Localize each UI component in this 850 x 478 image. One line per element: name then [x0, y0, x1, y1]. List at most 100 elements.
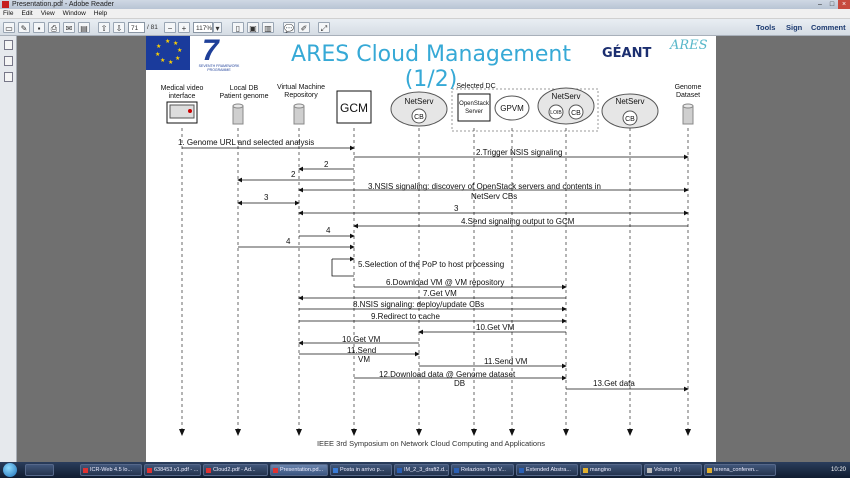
- share-icon[interactable]: ▤: [78, 22, 90, 33]
- message-label: 9.Redirect to cache: [371, 312, 440, 321]
- taskbar-item-active[interactable]: Presentation.pd...: [270, 464, 328, 476]
- close-button[interactable]: ×: [838, 0, 850, 9]
- highlight-icon[interactable]: ✐: [298, 22, 310, 33]
- taskbar-item[interactable]: Extended Abstra...: [516, 464, 578, 476]
- menu-file[interactable]: File: [3, 10, 14, 17]
- save-icon[interactable]: ▪: [33, 22, 45, 33]
- menu-edit[interactable]: Edit: [21, 10, 33, 17]
- taskbar-item[interactable]: mangino: [580, 464, 642, 476]
- message-label: 1. Genome URL and selected analysis: [178, 138, 314, 147]
- selected-dc-label: Selected DC: [456, 83, 495, 90]
- fit-page-icon[interactable]: ▯: [232, 22, 244, 33]
- self-loop: [331, 259, 354, 277]
- message-label: VM: [358, 355, 370, 364]
- taskbar-item[interactable]: Posta in arrivo p...: [330, 464, 392, 476]
- next-page-icon[interactable]: ⇩: [113, 22, 125, 33]
- entity-label: Medical video: [161, 85, 204, 92]
- bookmarks-panel-icon[interactable]: [4, 56, 13, 66]
- message-label: 11.Send VM: [484, 357, 528, 366]
- taskbar-item[interactable]: terena_conferen...: [704, 464, 776, 476]
- page-number-field[interactable]: 71: [128, 22, 145, 33]
- taskbar-item[interactable]: Cloud2.pdf - Ad...: [203, 464, 268, 476]
- message-label: 10.Get VM: [476, 323, 515, 332]
- entity-label: Virtual Machine: [277, 84, 325, 91]
- taskbar-item[interactable]: Relazione Tesi V...: [451, 464, 514, 476]
- print-icon[interactable]: ⎙: [48, 22, 60, 33]
- fit-width-icon[interactable]: ▣: [247, 22, 259, 33]
- lifeline-end-arrow: [471, 429, 477, 436]
- read-mode-icon[interactable]: ▥: [262, 22, 274, 33]
- lifeline-end-arrow: [179, 429, 185, 436]
- cb-circle: [568, 104, 584, 120]
- lifeline-end-arrow: [563, 429, 569, 436]
- fp7-logo: 7 SEVENTH FRAMEWORK PROGRAMME: [194, 36, 244, 72]
- zoom-dropdown-icon[interactable]: ▾: [213, 22, 222, 33]
- geant-logo: GÉANT: [602, 46, 652, 61]
- lifeline-end-arrow: [627, 429, 633, 436]
- create-icon[interactable]: ✎: [18, 22, 30, 33]
- start-button[interactable]: [3, 463, 17, 477]
- message-label: 4: [286, 237, 291, 246]
- message-label: 8.NSIS signaling: deploy/update CBs: [353, 300, 484, 309]
- entity-label: Local DB: [230, 85, 259, 92]
- entity-label: Patient genome: [219, 93, 268, 100]
- message-label: 10.Get VM: [342, 335, 381, 344]
- entity-label: GCM: [340, 101, 368, 115]
- message-label: 2: [291, 170, 296, 179]
- message-label: 3: [454, 204, 459, 213]
- pages-panel-icon[interactable]: [4, 40, 13, 50]
- database-top: [232, 103, 244, 109]
- slide-title: ARES Cloud Management (1/2): [291, 42, 571, 92]
- entity-label: OpenStack: [459, 101, 490, 107]
- entity-sublabel: CB: [414, 114, 424, 121]
- entity-label: Dataset: [676, 92, 700, 99]
- selected-dc-region: [451, 88, 599, 132]
- lifeline-end-arrow: [685, 429, 691, 436]
- window-title: Presentation.pdf - Adobe Reader: [12, 1, 114, 8]
- taskbar-item[interactable]: Volume (I:): [644, 464, 702, 476]
- message-label: 11.Send: [347, 346, 376, 355]
- zoom-out-icon[interactable]: −: [164, 22, 176, 33]
- entity-label: NetServ: [552, 92, 581, 101]
- lifeline-end-arrow: [296, 429, 302, 436]
- toolbar: ▭ ✎ ▪ ⎙ ✉ ▤ ⇧ ⇩ 71 / 81 − + 117% ▾ ▯ ▣ ▥…: [0, 19, 850, 36]
- entity-label: interface: [169, 93, 196, 100]
- message-label: 6.Download VM @ VM repository: [386, 278, 504, 287]
- taskbar-quicklaunch[interactable]: [25, 464, 54, 476]
- entity-sublabel: CB: [571, 110, 581, 117]
- zoom-in-icon[interactable]: +: [178, 22, 190, 33]
- window-titlebar: Presentation.pdf - Adobe Reader – □ ×: [0, 0, 850, 9]
- lifeline-end-arrow: [351, 429, 357, 436]
- openstack-box: [457, 93, 491, 122]
- pdf-page: ★ ★ ★ ★ ★ ★ ★ ★ 7 SEVENTH FRAMEWORK PROG…: [146, 36, 716, 462]
- cb-circle: [411, 108, 427, 124]
- taskbar-item[interactable]: ICR-Web 4.5 lo...: [80, 464, 142, 476]
- message-label: 12.Download data @ Genome dataset: [379, 370, 516, 379]
- menu-help[interactable]: Help: [93, 10, 108, 17]
- database-icon: [682, 105, 694, 125]
- zoom-field[interactable]: 117%: [193, 22, 213, 33]
- message-label: 4.Send signaling output to GCM: [461, 217, 575, 226]
- comment-button[interactable]: Comment: [811, 23, 846, 32]
- taskbar: ICR-Web 4.5 lo... 638453.v1.pdf - ... Cl…: [0, 462, 850, 478]
- loib-circle: [548, 104, 564, 120]
- tools-button[interactable]: Tools: [756, 23, 776, 32]
- taskbar-item[interactable]: 638453.v1.pdf - ...: [144, 464, 201, 476]
- menu-window[interactable]: Window: [62, 10, 86, 17]
- minimize-button[interactable]: –: [818, 1, 822, 8]
- ares-logo: ARES: [670, 38, 708, 53]
- email-icon[interactable]: ✉: [63, 22, 75, 33]
- expand-icon[interactable]: ⤢: [318, 22, 330, 33]
- maximize-button[interactable]: □: [829, 1, 835, 8]
- open-icon[interactable]: ▭: [3, 22, 15, 33]
- lifeline-end-arrow: [235, 429, 241, 436]
- sign-button[interactable]: Sign: [786, 23, 803, 32]
- message-label: 7.Get VM: [423, 289, 457, 298]
- gcm-box: [336, 90, 372, 124]
- comment-icon[interactable]: 💬: [283, 22, 295, 33]
- attachments-panel-icon[interactable]: [4, 72, 13, 82]
- message-label: 13.Get data: [593, 379, 635, 388]
- menu-view[interactable]: View: [40, 10, 55, 17]
- previous-page-icon[interactable]: ⇧: [98, 22, 110, 33]
- taskbar-item[interactable]: IM_2_3_draft2.d...: [394, 464, 449, 476]
